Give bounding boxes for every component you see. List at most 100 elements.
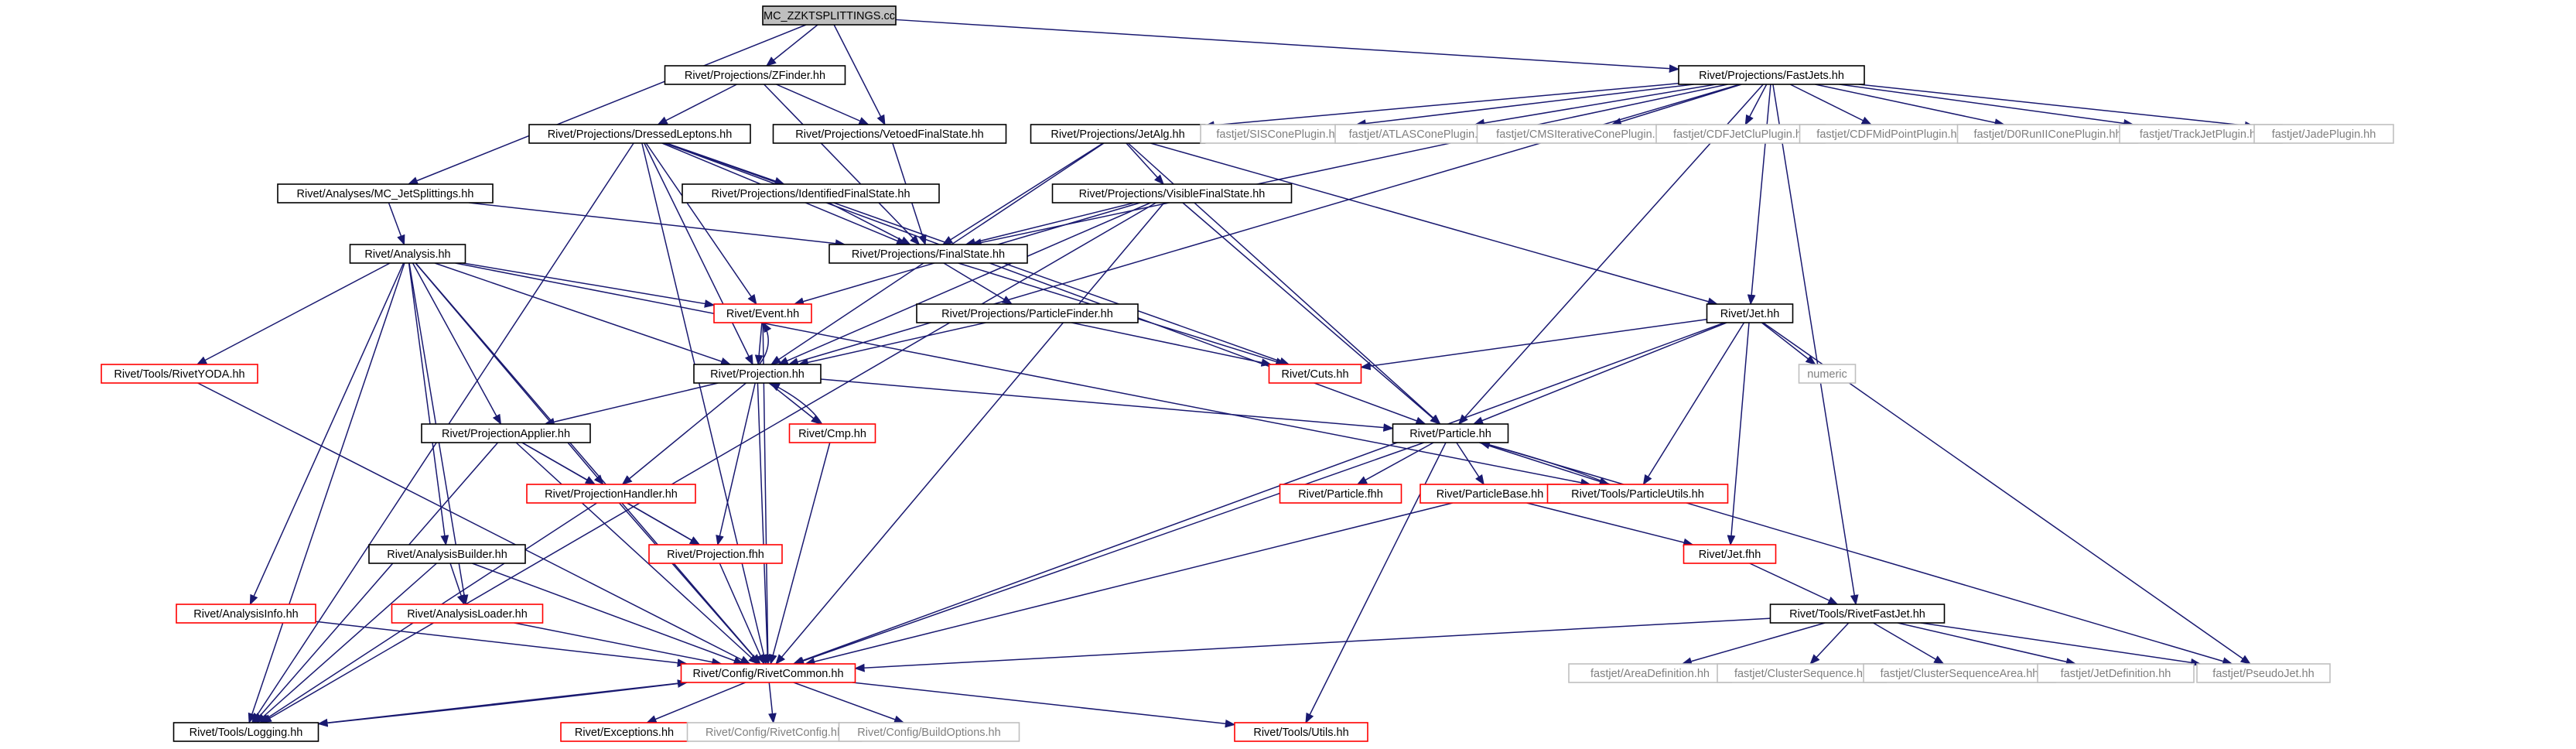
edge-particlebase-to-jetfhh xyxy=(1526,502,1694,547)
node-projfhh[interactable]: Rivet/Projection.fhh xyxy=(648,544,783,564)
node-mcjets[interactable]: Rivet/Analyses/MC_JetSplittings.hh xyxy=(277,183,494,203)
node-label-pfinder: Rivet/Projections/ParticleFinder.hh xyxy=(941,308,1113,320)
edge-jet-to-cuts xyxy=(1360,318,1707,371)
edge-root-to-vetoed xyxy=(833,24,886,126)
node-box-mcjets xyxy=(277,183,494,203)
edge-jetalg-to-visible xyxy=(1126,142,1164,185)
node-abuilder[interactable]: Rivet/AnalysisBuilder.hh xyxy=(368,544,526,564)
node-rfastjet[interactable]: Rivet/Tools/RivetFastJet.hh xyxy=(1769,604,1946,624)
edge-fastjets-to-cmsiter xyxy=(1611,84,1742,126)
node-particle[interactable]: Rivet/Particle.hh xyxy=(1392,423,1509,443)
node-label-vetoed: Rivet/Projections/VetoedFinalState.hh xyxy=(795,128,983,141)
edge-mcjets-to-finalstate xyxy=(468,202,846,248)
node-pfinder[interactable]: Rivet/Projections/ParticleFinder.hh xyxy=(916,303,1139,323)
node-box-abuilder xyxy=(368,544,526,564)
node-projection[interactable]: Rivet/Projection.hh xyxy=(693,364,822,384)
edge-zfinder-to-dressed xyxy=(657,84,737,125)
edge-jet-to-particle xyxy=(1472,322,1727,425)
edge-projection-to-common xyxy=(757,382,772,665)
edge-root-to-zfinder xyxy=(765,24,818,67)
edge-analysis-to-logging xyxy=(248,262,405,724)
node-root[interactable]: MC_ZZKTSPLITTINGS.cc xyxy=(762,5,897,26)
node-label-jetdef: fastjet/JetDefinition.hh xyxy=(2061,668,2171,680)
node-zfinder[interactable]: Rivet/Projections/ZFinder.hh xyxy=(664,65,846,85)
node-jet[interactable]: Rivet/Jet.hh xyxy=(1706,303,1794,323)
node-box-rfastjet xyxy=(1769,604,1946,624)
edge-zfinder-to-vetoed xyxy=(776,84,869,125)
edge-analysis-to-putils xyxy=(455,262,1591,487)
header-nodes: MC_ZZKTSPLITTINGS.ccRivet/Projections/ZF… xyxy=(101,5,2394,742)
edge-fastjets-to-d0run xyxy=(1815,84,2005,127)
node-label-papplier: Rivet/ProjectionApplier.hh xyxy=(442,428,570,440)
node-box-dressed xyxy=(528,124,751,144)
node-box-exceptions xyxy=(560,722,688,742)
edge-rfastjet-to-common xyxy=(854,617,1771,672)
node-particlebase[interactable]: Rivet/ParticleBase.hh xyxy=(1420,484,1560,504)
node-visible[interactable]: Rivet/Projections/VisibleFinalState.hh xyxy=(1051,183,1293,203)
node-ainfo[interactable]: Rivet/AnalysisInfo.hh xyxy=(176,604,316,624)
node-box-logging xyxy=(173,722,319,742)
edge-rfastjet-to-clseqarea xyxy=(1873,622,1945,665)
node-phandler[interactable]: Rivet/ProjectionHandler.hh xyxy=(526,484,696,504)
node-label-jade: fastjet/JadePlugin.hh xyxy=(2272,128,2376,141)
edge-cmp-to-projection xyxy=(769,382,823,425)
node-event[interactable]: Rivet/Event.hh xyxy=(713,303,812,323)
node-clseqarea: fastjet/ClusterSequenceArea.hh xyxy=(1863,663,2056,683)
node-dressed[interactable]: Rivet/Projections/DressedLeptons.hh xyxy=(528,124,751,144)
edge-projection-to-phandler xyxy=(621,382,746,485)
node-identified[interactable]: Rivet/Projections/IdentifiedFinalState.h… xyxy=(682,183,940,203)
node-analysis[interactable]: Rivet/Analysis.hh xyxy=(349,244,466,264)
node-cuts[interactable]: Rivet/Cuts.hh xyxy=(1268,364,1362,384)
node-label-ainfo: Rivet/AnalysisInfo.hh xyxy=(193,608,298,621)
node-label-rconfig: Rivet/Config/RivetConfig.hh xyxy=(705,727,843,739)
node-box-papplier xyxy=(421,423,591,443)
node-finalstate[interactable]: Rivet/Projections/FinalState.hh xyxy=(828,244,1028,264)
edge-visible-to-projection xyxy=(777,202,1151,365)
node-box-clseqarea xyxy=(1863,663,2056,683)
edge-common-to-utils xyxy=(852,682,1236,728)
edge-jet-to-jetfhh xyxy=(1727,322,1750,546)
node-box-rconfig xyxy=(686,722,863,742)
node-clseq: fastjet/ClusterSequence.hh xyxy=(1717,663,1887,683)
node-utils[interactable]: Rivet/Tools/Utils.hh xyxy=(1234,722,1368,742)
edge-fastjets-to-finalstate xyxy=(971,84,1728,247)
edge-jet-to-putils xyxy=(1642,322,1745,486)
node-box-numeric xyxy=(1798,364,1857,384)
edge-projection-to-cmp xyxy=(768,382,822,425)
node-aloader[interactable]: Rivet/AnalysisLoader.hh xyxy=(391,604,544,624)
node-box-aloader xyxy=(391,604,544,624)
edge-visible-to-logging xyxy=(261,202,1156,723)
node-cmsiter: fastjet/CMSIterativeConePlugin.hh xyxy=(1476,124,1688,144)
edge-phandler-to-common xyxy=(618,502,761,665)
node-jetalg[interactable]: Rivet/Projections/JetAlg.hh xyxy=(1030,124,1206,144)
node-jetfhh[interactable]: Rivet/Jet.fhh xyxy=(1683,544,1777,564)
node-label-finalstate: Rivet/Projections/FinalState.hh xyxy=(852,248,1005,261)
node-box-analysis xyxy=(349,244,466,264)
node-label-clseq: fastjet/ClusterSequence.hh xyxy=(1734,668,1869,680)
node-papplier[interactable]: Rivet/ProjectionApplier.hh xyxy=(421,423,591,443)
node-box-zfinder xyxy=(664,65,846,85)
node-vetoed[interactable]: Rivet/Projections/VetoedFinalState.hh xyxy=(772,124,1007,144)
node-box-cmsiter xyxy=(1476,124,1688,144)
edge-fastjets-to-siscone xyxy=(1355,84,1694,128)
edge-analysis-to-ainfo xyxy=(249,262,405,606)
node-label-phandler: Rivet/ProjectionHandler.hh xyxy=(545,488,678,501)
node-putils[interactable]: Rivet/Tools/ParticleUtils.hh xyxy=(1546,484,1729,504)
node-cmp[interactable]: Rivet/Cmp.hh xyxy=(788,423,876,443)
node-common[interactable]: Rivet/Config/RivetCommon.hh xyxy=(680,663,856,683)
node-box-pfinder xyxy=(916,303,1139,323)
edge-fastjets-to-trackjet xyxy=(1839,84,2134,128)
node-label-clseqarea: fastjet/ClusterSequenceArea.hh xyxy=(1881,668,2039,680)
node-yoda[interactable]: Rivet/Tools/RivetYODA.hh xyxy=(101,364,258,384)
node-logging[interactable]: Rivet/Tools/Logging.hh xyxy=(173,722,319,742)
node-particlefhh[interactable]: Rivet/Particle.fhh xyxy=(1279,484,1402,504)
node-label-buildopts: Rivet/Config/BuildOptions.hh xyxy=(857,727,1000,739)
node-fastjets[interactable]: Rivet/Projections/FastJets.hh xyxy=(1678,65,1865,85)
node-box-jetalg xyxy=(1030,124,1206,144)
node-label-common: Rivet/Config/RivetCommon.hh xyxy=(692,668,843,680)
edge-dressed-to-event xyxy=(645,142,757,306)
node-label-mcjets: Rivet/Analyses/MC_JetSplittings.hh xyxy=(297,188,474,200)
node-label-yoda: Rivet/Tools/RivetYODA.hh xyxy=(114,368,244,381)
node-exceptions[interactable]: Rivet/Exceptions.hh xyxy=(560,722,688,742)
